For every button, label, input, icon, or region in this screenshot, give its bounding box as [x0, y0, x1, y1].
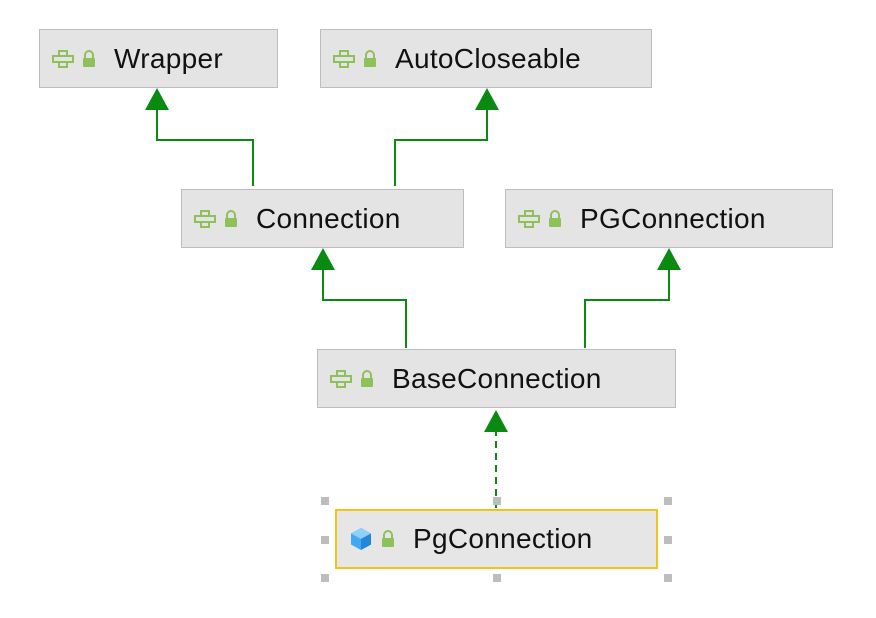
arrowhead-connection [311, 248, 335, 270]
class-icon [351, 528, 371, 550]
lock-icon [364, 49, 376, 67]
selection-handle-middle-right[interactable] [664, 536, 672, 544]
lock-icon [361, 369, 373, 387]
node-label: BaseConnection [392, 362, 602, 394]
node-pgconnection-interface[interactable]: PGConnection [505, 189, 833, 248]
arrowhead-baseconnection [484, 410, 508, 432]
node-label: PgConnection [413, 523, 593, 554]
node-label: Connection [256, 202, 401, 234]
node-label: AutoCloseable [395, 42, 582, 74]
interface-icon [330, 369, 352, 388]
node-label: PGConnection [580, 202, 766, 234]
selection-handle-bottom-left[interactable] [321, 574, 329, 582]
selection-handle-top-left[interactable] [321, 497, 329, 505]
lock-icon [225, 209, 237, 227]
edge-baseconnection-to-pgconnection [584, 268, 670, 348]
arrowhead-autocloseable [475, 88, 499, 110]
interface-icon [194, 209, 216, 228]
selection-handle-bottom-center[interactable] [493, 574, 501, 582]
interface-icon [52, 49, 74, 68]
node-baseconnection[interactable]: BaseConnection [317, 349, 676, 408]
node-connection[interactable]: Connection [181, 189, 464, 248]
node-autocloseable[interactable]: AutoCloseable [320, 29, 652, 88]
edge-connection-to-autocloseable [394, 108, 488, 186]
selection-handle-middle-left[interactable] [321, 536, 329, 544]
arrowhead-wrapper [145, 88, 169, 110]
lock-icon [83, 49, 95, 67]
node-wrapper[interactable]: Wrapper [39, 29, 278, 88]
edge-baseconnection-to-connection [322, 268, 407, 348]
edge-connection-to-wrapper [156, 108, 254, 186]
lock-icon [382, 530, 394, 547]
lock-icon [549, 209, 561, 227]
selection-handle-top-center[interactable] [493, 497, 501, 505]
selection-handle-top-right[interactable] [664, 497, 672, 505]
arrowhead-pgconnection [657, 248, 681, 270]
interface-icon [333, 49, 355, 68]
node-pgconnection-class[interactable]: PgConnection [335, 509, 658, 569]
node-label: Wrapper [114, 42, 223, 74]
interface-icon [518, 209, 540, 228]
selection-handle-bottom-right[interactable] [664, 574, 672, 582]
